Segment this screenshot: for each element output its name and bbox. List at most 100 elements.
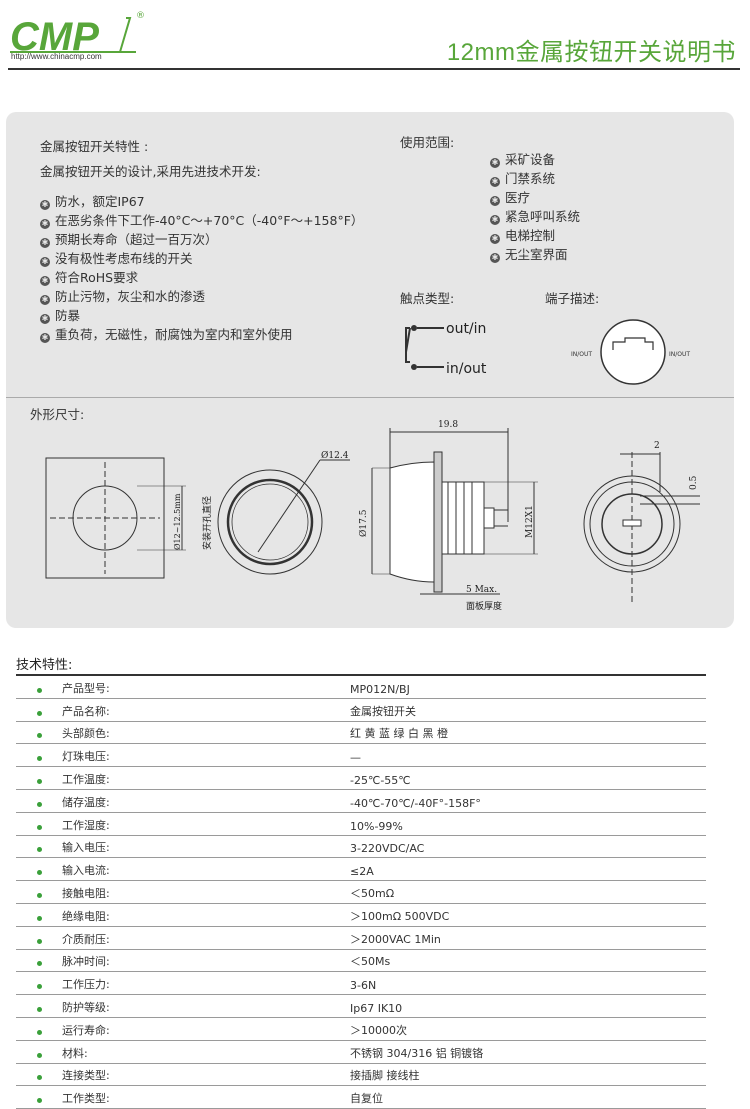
- green-dot-icon: [36, 801, 42, 807]
- spec-bullet: [16, 994, 62, 1018]
- features-heading: 金属按钮开关特性 :: [40, 139, 149, 154]
- spec-value: 不锈钢 304/316 铝 铜镀铬: [350, 1040, 706, 1064]
- spec-label: 材料:: [62, 1040, 350, 1064]
- spec-row: 输入电流:≤2A: [16, 857, 706, 882]
- spec-bullet: [16, 880, 62, 904]
- green-dot-icon: [36, 915, 42, 921]
- thread-label: M12X1: [525, 505, 535, 538]
- spec-row: 头部颜色:红 黄 蓝 绿 白 黑 橙: [16, 721, 706, 745]
- contact-heading: 触点类型:: [400, 291, 455, 306]
- spec-row: 产品名称:金属按钮开关: [16, 698, 706, 722]
- green-dot-icon: [36, 938, 42, 944]
- star-bullet-icon: ✱: [40, 219, 50, 229]
- spec-value: 3-220VDC/AC: [350, 835, 706, 859]
- panel-max-label: 5 Max.: [466, 585, 497, 595]
- spec-value: 红 黄 蓝 绿 白 黑 橙: [350, 721, 706, 745]
- star-bullet-icon: ✱: [490, 177, 500, 187]
- spec-value: -40℃-70℃/-40F°-158F°: [350, 789, 706, 813]
- terminal-left-label: IN/OUT: [571, 351, 592, 358]
- green-dot-icon: [36, 892, 42, 898]
- star-bullet-icon: ✱: [490, 215, 500, 225]
- spec-bullet: [16, 698, 62, 722]
- spec-value: 金属按钮开关: [350, 698, 706, 722]
- spec-label: 接触电阻:: [62, 880, 350, 904]
- panel-caption: 面板厚度: [466, 600, 502, 612]
- usage-item: ✱门禁系统: [490, 171, 556, 187]
- spec-bullet: [16, 812, 62, 836]
- spec-value: —: [350, 743, 706, 768]
- front-view-drawing: [217, 459, 350, 575]
- spec-bullet: [16, 789, 62, 813]
- spec-label: 介质耐压:: [62, 926, 350, 950]
- star-bullet-icon: ✱: [40, 238, 50, 248]
- spec-row: 输入电压:3-220VDC/AC: [16, 835, 706, 859]
- green-dot-icon: [36, 1052, 42, 1058]
- spec-label: 产品型号:: [62, 673, 350, 699]
- spec-row: 工作压力:3-6N: [16, 971, 706, 996]
- spec-bullet: [16, 971, 62, 996]
- spec-bullet: [16, 1063, 62, 1087]
- contact-in-label: in/out: [446, 361, 487, 377]
- spec-value: ＜50Ms: [350, 949, 706, 973]
- star-bullet-icon: ✱: [490, 253, 500, 263]
- star-bullet-icon: ✱: [40, 295, 50, 305]
- spec-row: 连接类型:接插脚 接线柱: [16, 1063, 706, 1087]
- spec-value: 3-6N: [350, 971, 706, 996]
- body-diameter-label: Ø17.5: [358, 509, 369, 537]
- usage-heading: 使用范围:: [400, 135, 455, 150]
- spec-row: 工作湿度:10%-99%: [16, 812, 706, 836]
- spec-label: 产品名称:: [62, 698, 350, 722]
- spec-row: 接触电阻:＜50mΩ: [16, 880, 706, 904]
- spec-label: 工作压力:: [62, 971, 350, 996]
- panel-divider: [6, 397, 734, 398]
- green-dot-icon: [36, 1075, 42, 1081]
- spec-bullet: [16, 721, 62, 745]
- usage-item: ✱医疗: [490, 190, 531, 206]
- spec-row: 储存温度:-40℃-70℃/-40F°-158F°: [16, 789, 706, 813]
- star-bullet-icon: ✱: [40, 200, 50, 210]
- usage-item: ✱采矿设备: [490, 152, 556, 168]
- green-dot-icon: [36, 687, 42, 693]
- spec-value: ＞100mΩ 500VDC: [350, 903, 706, 927]
- spec-bullet: [16, 1017, 62, 1041]
- spec-label: 工作温度:: [62, 766, 350, 790]
- spec-row: 脉冲时间:＜50Ms: [16, 949, 706, 973]
- green-dot-icon: [36, 710, 42, 716]
- spec-bullet: [16, 766, 62, 790]
- pin-width-label: 0.5: [689, 475, 699, 490]
- spec-bullet: [16, 926, 62, 950]
- spec-label: 运行寿命:: [62, 1017, 350, 1041]
- spec-label: 灯珠电压:: [62, 743, 350, 768]
- logo-url: http://www.chinacmp.com: [11, 52, 102, 61]
- header-divider: [8, 68, 740, 70]
- feature-item: ✱防水，额定IP67: [40, 194, 145, 210]
- spec-value: ＞10000次: [350, 1017, 706, 1041]
- feature-item: ✱重负荷，无磁性，耐腐蚀为室内和室外使用: [40, 327, 293, 343]
- feature-item: ✱防暴: [40, 308, 81, 324]
- green-dot-icon: [36, 870, 42, 876]
- spec-bullet: [16, 743, 62, 768]
- spec-label: 绝缘电阻:: [62, 903, 350, 927]
- spec-label: 工作湿度:: [62, 812, 350, 836]
- spec-bullet: [16, 857, 62, 882]
- usage-item: ✱紧急呼叫系统: [490, 209, 581, 225]
- spec-row: 灯珠电压:—: [16, 743, 706, 768]
- spec-value: ≤2A: [350, 857, 706, 882]
- spec-bullet: [16, 949, 62, 973]
- document-title: 12mm金属按钮开关说明书: [446, 39, 736, 66]
- spec-label: 储存温度:: [62, 789, 350, 813]
- dimension-drawings: Ø12~12.5mm 安装开孔直径 Ø12.4 19.8 Ø17.5 M12X1…: [45, 420, 700, 612]
- spec-row: 产品型号:MP012N/BJ: [16, 673, 706, 699]
- spec-label: 输入电流:: [62, 857, 350, 882]
- green-dot-icon: [36, 847, 42, 853]
- spec-row: 工作温度:-25℃-55℃: [16, 766, 706, 790]
- spec-label: 连接类型:: [62, 1063, 350, 1087]
- spec-bullet: [16, 1040, 62, 1064]
- spec-value: -25℃-55℃: [350, 766, 706, 790]
- spec-row: 材料:不锈钢 304/316 铝 铜镀铬: [16, 1040, 706, 1064]
- star-bullet-icon: ✱: [490, 234, 500, 244]
- green-dot-icon: [36, 824, 42, 830]
- dimensions-heading: 外形尺寸:: [30, 407, 85, 422]
- usage-item: ✱电梯控制: [490, 228, 556, 244]
